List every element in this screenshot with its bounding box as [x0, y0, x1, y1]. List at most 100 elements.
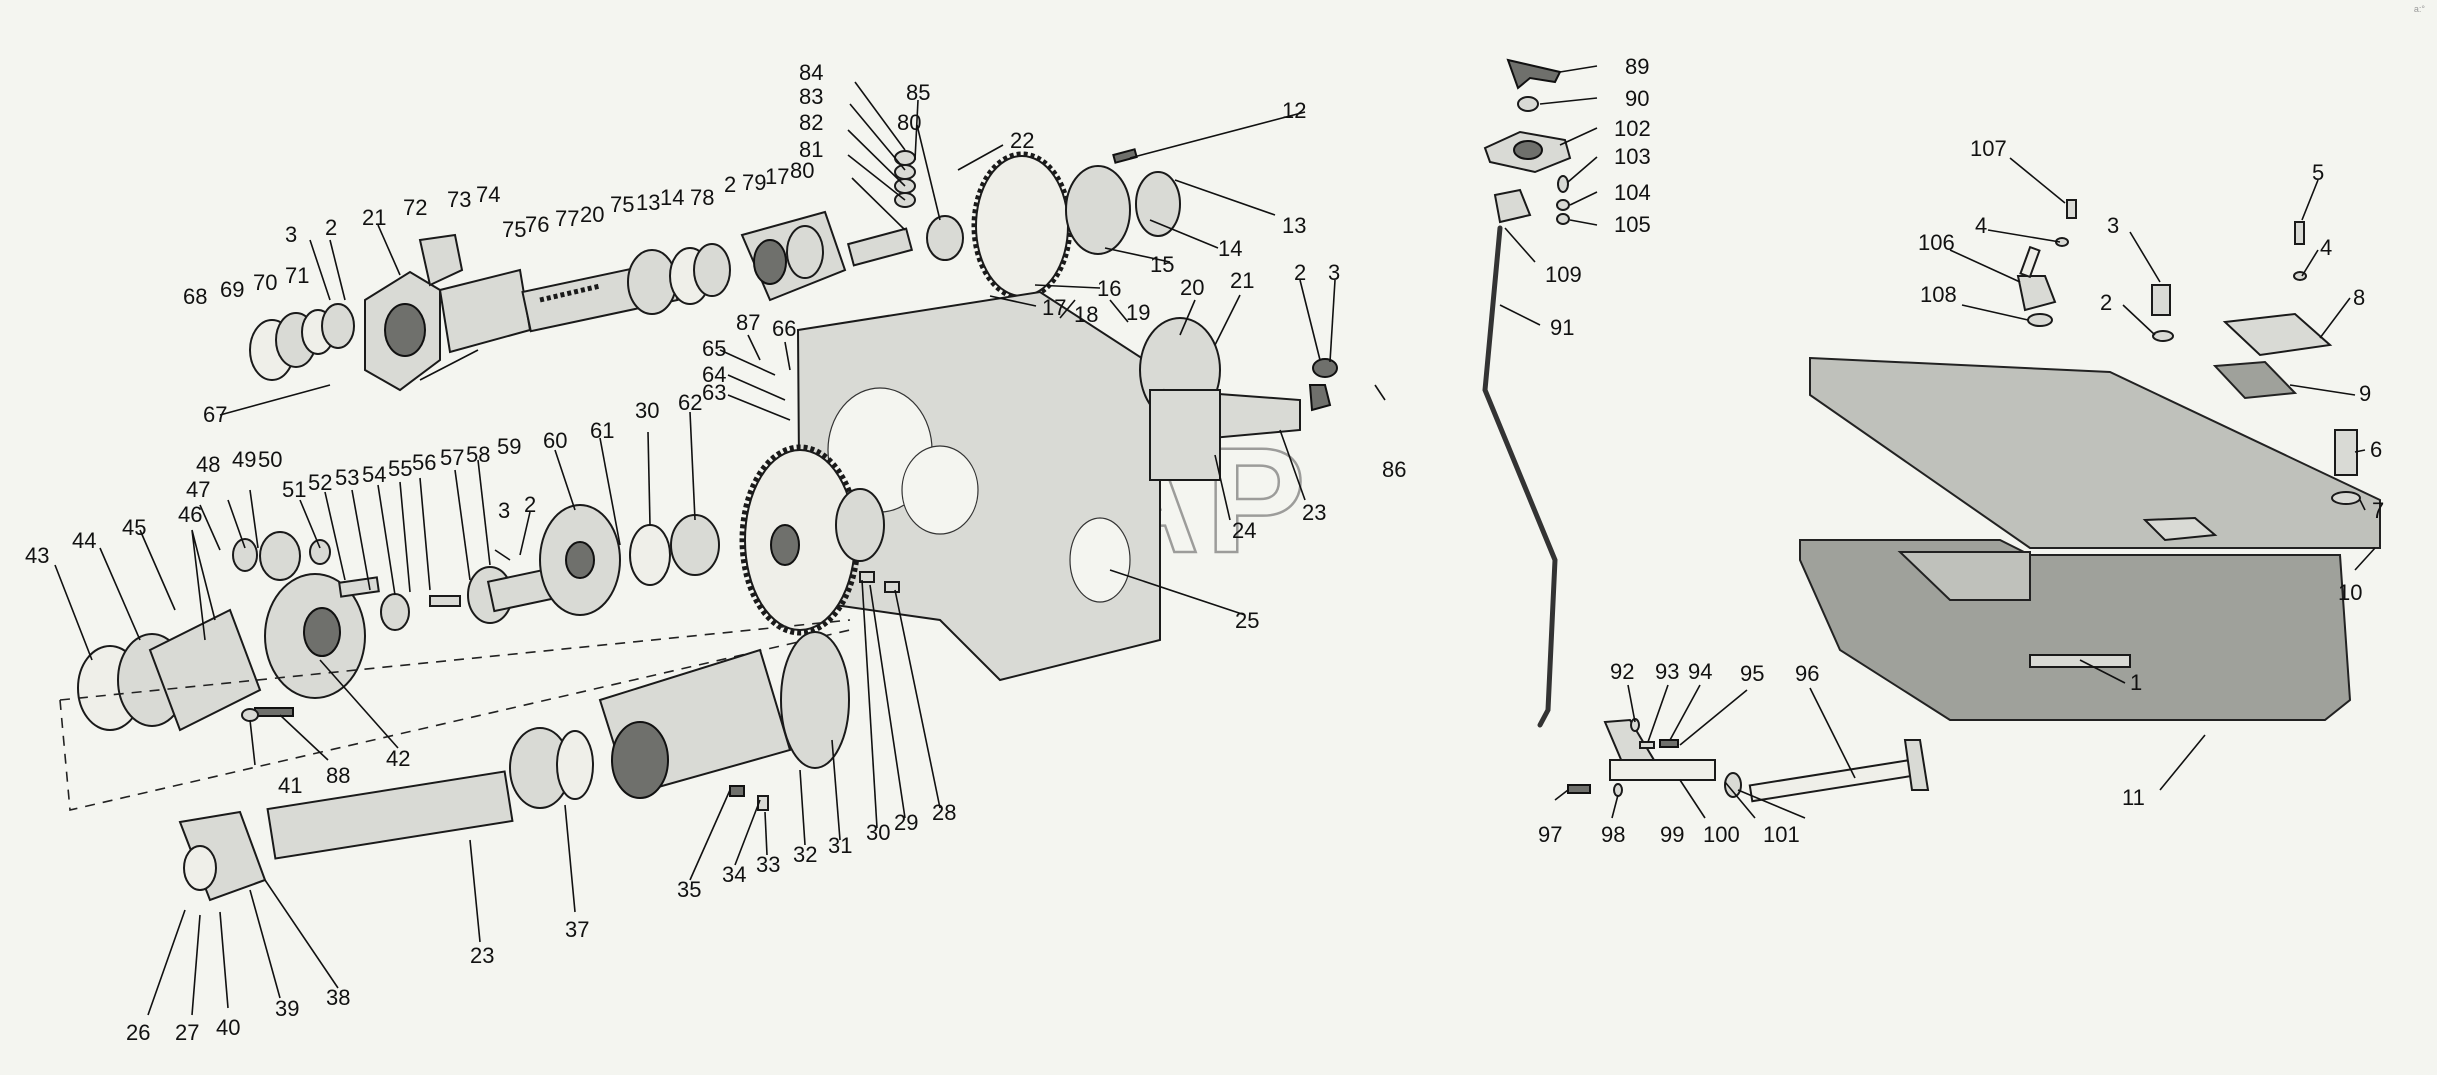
- clutch-42-hub: [303, 607, 341, 657]
- callout-label: 88: [326, 763, 350, 788]
- callout-label: 78: [690, 185, 714, 210]
- cover-plate-group: [1799, 199, 2381, 721]
- callout-label: 64: [702, 362, 726, 387]
- callout-label: 40: [216, 1015, 240, 1040]
- arm-96: [1903, 739, 1930, 791]
- callout-label: 21: [1230, 268, 1254, 293]
- callout-label: 72: [403, 195, 427, 220]
- key-28: [884, 581, 900, 593]
- flange-32: [780, 631, 850, 769]
- callout-label: 74: [476, 182, 500, 207]
- callout-label: 90: [1625, 86, 1649, 111]
- ring-14: [693, 243, 731, 297]
- spring-93: [1639, 741, 1655, 749]
- ring-101: [1724, 772, 1742, 798]
- callout-label: 3: [1328, 260, 1340, 285]
- callout-label: 20: [1180, 275, 1204, 300]
- differential-15: [1065, 165, 1131, 255]
- large-gear-group: [739, 444, 900, 636]
- gear-cluster-upper: [740, 148, 1181, 302]
- callout-label: 91: [1550, 315, 1574, 340]
- bolt-107: [2066, 199, 2077, 219]
- callout-label: 2: [724, 172, 736, 197]
- callout-label: 4: [2320, 235, 2332, 260]
- callout-label: 109: [1545, 262, 1582, 287]
- callout-label: 81: [799, 137, 823, 162]
- housing-73: [438, 268, 532, 354]
- callout-label: 75: [610, 192, 634, 217]
- callout-label: 28: [932, 800, 956, 825]
- callout-label: 104: [1614, 180, 1651, 205]
- callout-label: 101: [1763, 822, 1800, 847]
- housing-31-bore: [611, 721, 669, 799]
- callout-label: 98: [1601, 822, 1625, 847]
- gear-50: [259, 531, 301, 581]
- bearing-71: [321, 303, 355, 349]
- callout-label: 10: [2338, 580, 2362, 605]
- callout-label: 100: [1703, 822, 1740, 847]
- bearing-14: [1135, 171, 1181, 237]
- callout-label: 55: [388, 456, 412, 481]
- callout-label: 31: [828, 833, 852, 858]
- washer-104: [1556, 199, 1570, 211]
- callout-label: 86: [1382, 457, 1406, 482]
- crown-gear-16: [975, 155, 1069, 297]
- axis-dashline-1: [59, 619, 851, 701]
- callout-label: 106: [1918, 230, 1955, 255]
- gasket-11: [1799, 539, 2352, 721]
- callout-label: 14: [660, 185, 684, 210]
- callout-label: 73: [447, 187, 471, 212]
- gear-30-upper: [670, 514, 720, 576]
- screw-103: [1557, 175, 1569, 193]
- callout-label: 61: [590, 418, 614, 443]
- callout-label: 1: [2130, 670, 2142, 695]
- callout-label: 24: [1232, 518, 1256, 543]
- washer-83: [894, 164, 916, 180]
- callout-label: 34: [722, 862, 746, 887]
- callout-label: 35: [677, 877, 701, 902]
- callout-label: 17: [765, 164, 789, 189]
- gear-62: [835, 488, 885, 562]
- callout-label: 13: [1282, 213, 1306, 238]
- housing-bore-3: [1069, 517, 1131, 603]
- gear-17-left: [786, 225, 824, 279]
- pin-98: [1613, 783, 1623, 797]
- callout-label: 85: [906, 80, 930, 105]
- cover-plate-10: [1809, 356, 2381, 549]
- callout-label: 37: [565, 917, 589, 942]
- axis-dashline-2: [59, 629, 851, 811]
- bearing-79: [753, 239, 787, 285]
- callout-label: 47: [186, 477, 210, 502]
- callout-label: 9: [2359, 381, 2371, 406]
- callout-label: 38: [326, 985, 350, 1010]
- callout-label: 41: [278, 773, 302, 798]
- callout-label: 53: [335, 465, 359, 490]
- callout-label: 75: [502, 217, 526, 242]
- callout-label: 13: [636, 190, 660, 215]
- callout-label: 99: [1660, 822, 1684, 847]
- callout-label: 83: [799, 84, 823, 109]
- splines-76: [539, 283, 601, 303]
- callout-label: 30: [635, 398, 659, 423]
- shaft-23: [266, 770, 514, 860]
- gasket-cutout-1: [1897, 551, 2031, 601]
- callout-label: 76: [525, 212, 549, 237]
- callout-labels: 84 83 82 81 80 85 80 22 12 13 14 15 16 1…: [25, 54, 2384, 1045]
- bushing-109: [1493, 188, 1532, 224]
- callout-label: 79: [742, 170, 766, 195]
- bearing-80: [926, 215, 964, 261]
- leader-lines: [54, 65, 2376, 1016]
- callout-label: 97: [1538, 822, 1562, 847]
- callout-label: 27: [175, 1020, 199, 1045]
- callout-label: 21: [362, 205, 386, 230]
- nut-84: [894, 150, 916, 166]
- washer-105: [1556, 213, 1570, 225]
- gasket-9: [2212, 360, 2298, 400]
- callout-label: 57: [440, 445, 464, 470]
- callout-label: 32: [793, 842, 817, 867]
- washer-2-right: [2152, 330, 2174, 342]
- middle-shaft-group: [59, 504, 851, 811]
- callout-label: 107: [1970, 136, 2007, 161]
- callout-label: 3: [285, 222, 297, 247]
